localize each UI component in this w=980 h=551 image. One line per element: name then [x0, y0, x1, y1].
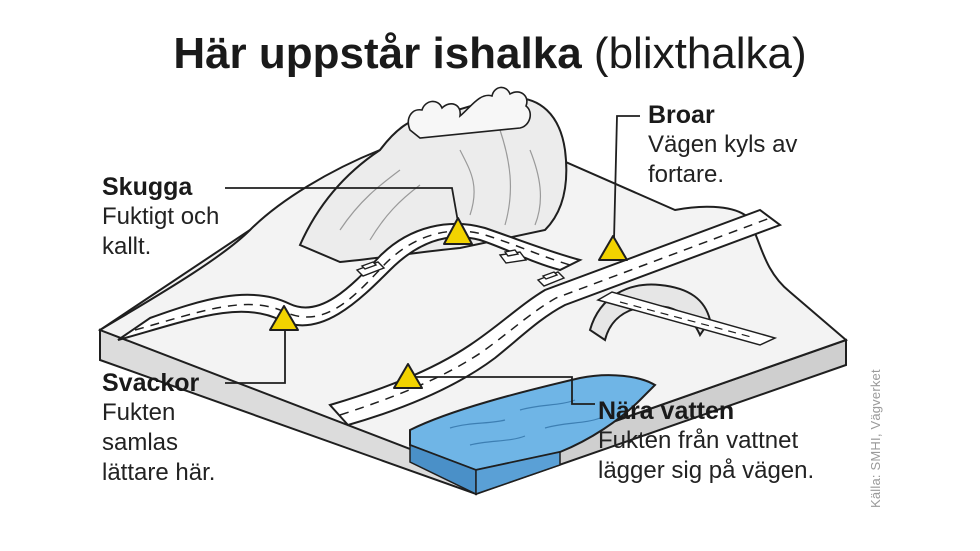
warning-icon-broar: [598, 235, 628, 261]
diagram-title: Här uppstår ishalka (blixthalka): [0, 28, 980, 80]
rock-hatching: [339, 129, 541, 241]
car-1: [355, 261, 386, 277]
water-ripples: [449, 399, 601, 446]
car-3: [536, 271, 566, 287]
label-nara-vatten: Nära vatten Fukten från vattnet lägger s…: [598, 396, 814, 486]
label-broar-heading: Broar: [648, 101, 715, 129]
leader-svackor: [225, 330, 286, 384]
source-credit: Källa: SMHI, Vägverket: [868, 369, 883, 508]
leader-lines: [225, 115, 640, 405]
water: [409, 374, 657, 472]
label-svackor-text: Fukten samlas lättare här.: [102, 399, 216, 486]
water-side: [475, 451, 561, 496]
warning-icon-svackor: [269, 305, 299, 331]
tree-cluster: [407, 86, 532, 139]
label-skugga-text: Fuktigt och kallt.: [102, 203, 220, 260]
car-2: [498, 249, 528, 264]
label-skugga: Skugga Fuktigt och kallt.: [102, 172, 219, 262]
label-nara-vatten-heading: Nära vatten: [598, 397, 735, 425]
title-main: Här uppstår ishalka: [173, 29, 582, 78]
snow-surface: [97, 118, 848, 474]
main-road: [328, 208, 783, 427]
label-svackor: Svackor Fukten samlas lättare här.: [102, 368, 215, 488]
label-skugga-heading: Skugga: [102, 173, 193, 201]
curved-road-centerline: [134, 230, 571, 331]
warning-icon-skugga: [443, 217, 473, 245]
leader-skugga: [225, 187, 459, 223]
label-nara-vatten-text: Fukten från vattnet lägger sig på vägen.: [598, 427, 815, 484]
leader-vatten: [415, 376, 595, 405]
warning-icon-vatten: [393, 363, 423, 389]
title-sub: (blixthalka): [593, 29, 807, 78]
label-broar: Broar Vägen kyls av fortare.: [648, 100, 797, 190]
leader-broar: [613, 115, 640, 241]
label-broar-text: Vägen kyls av fortare.: [648, 131, 798, 188]
label-svackor-heading: Svackor: [102, 369, 200, 397]
